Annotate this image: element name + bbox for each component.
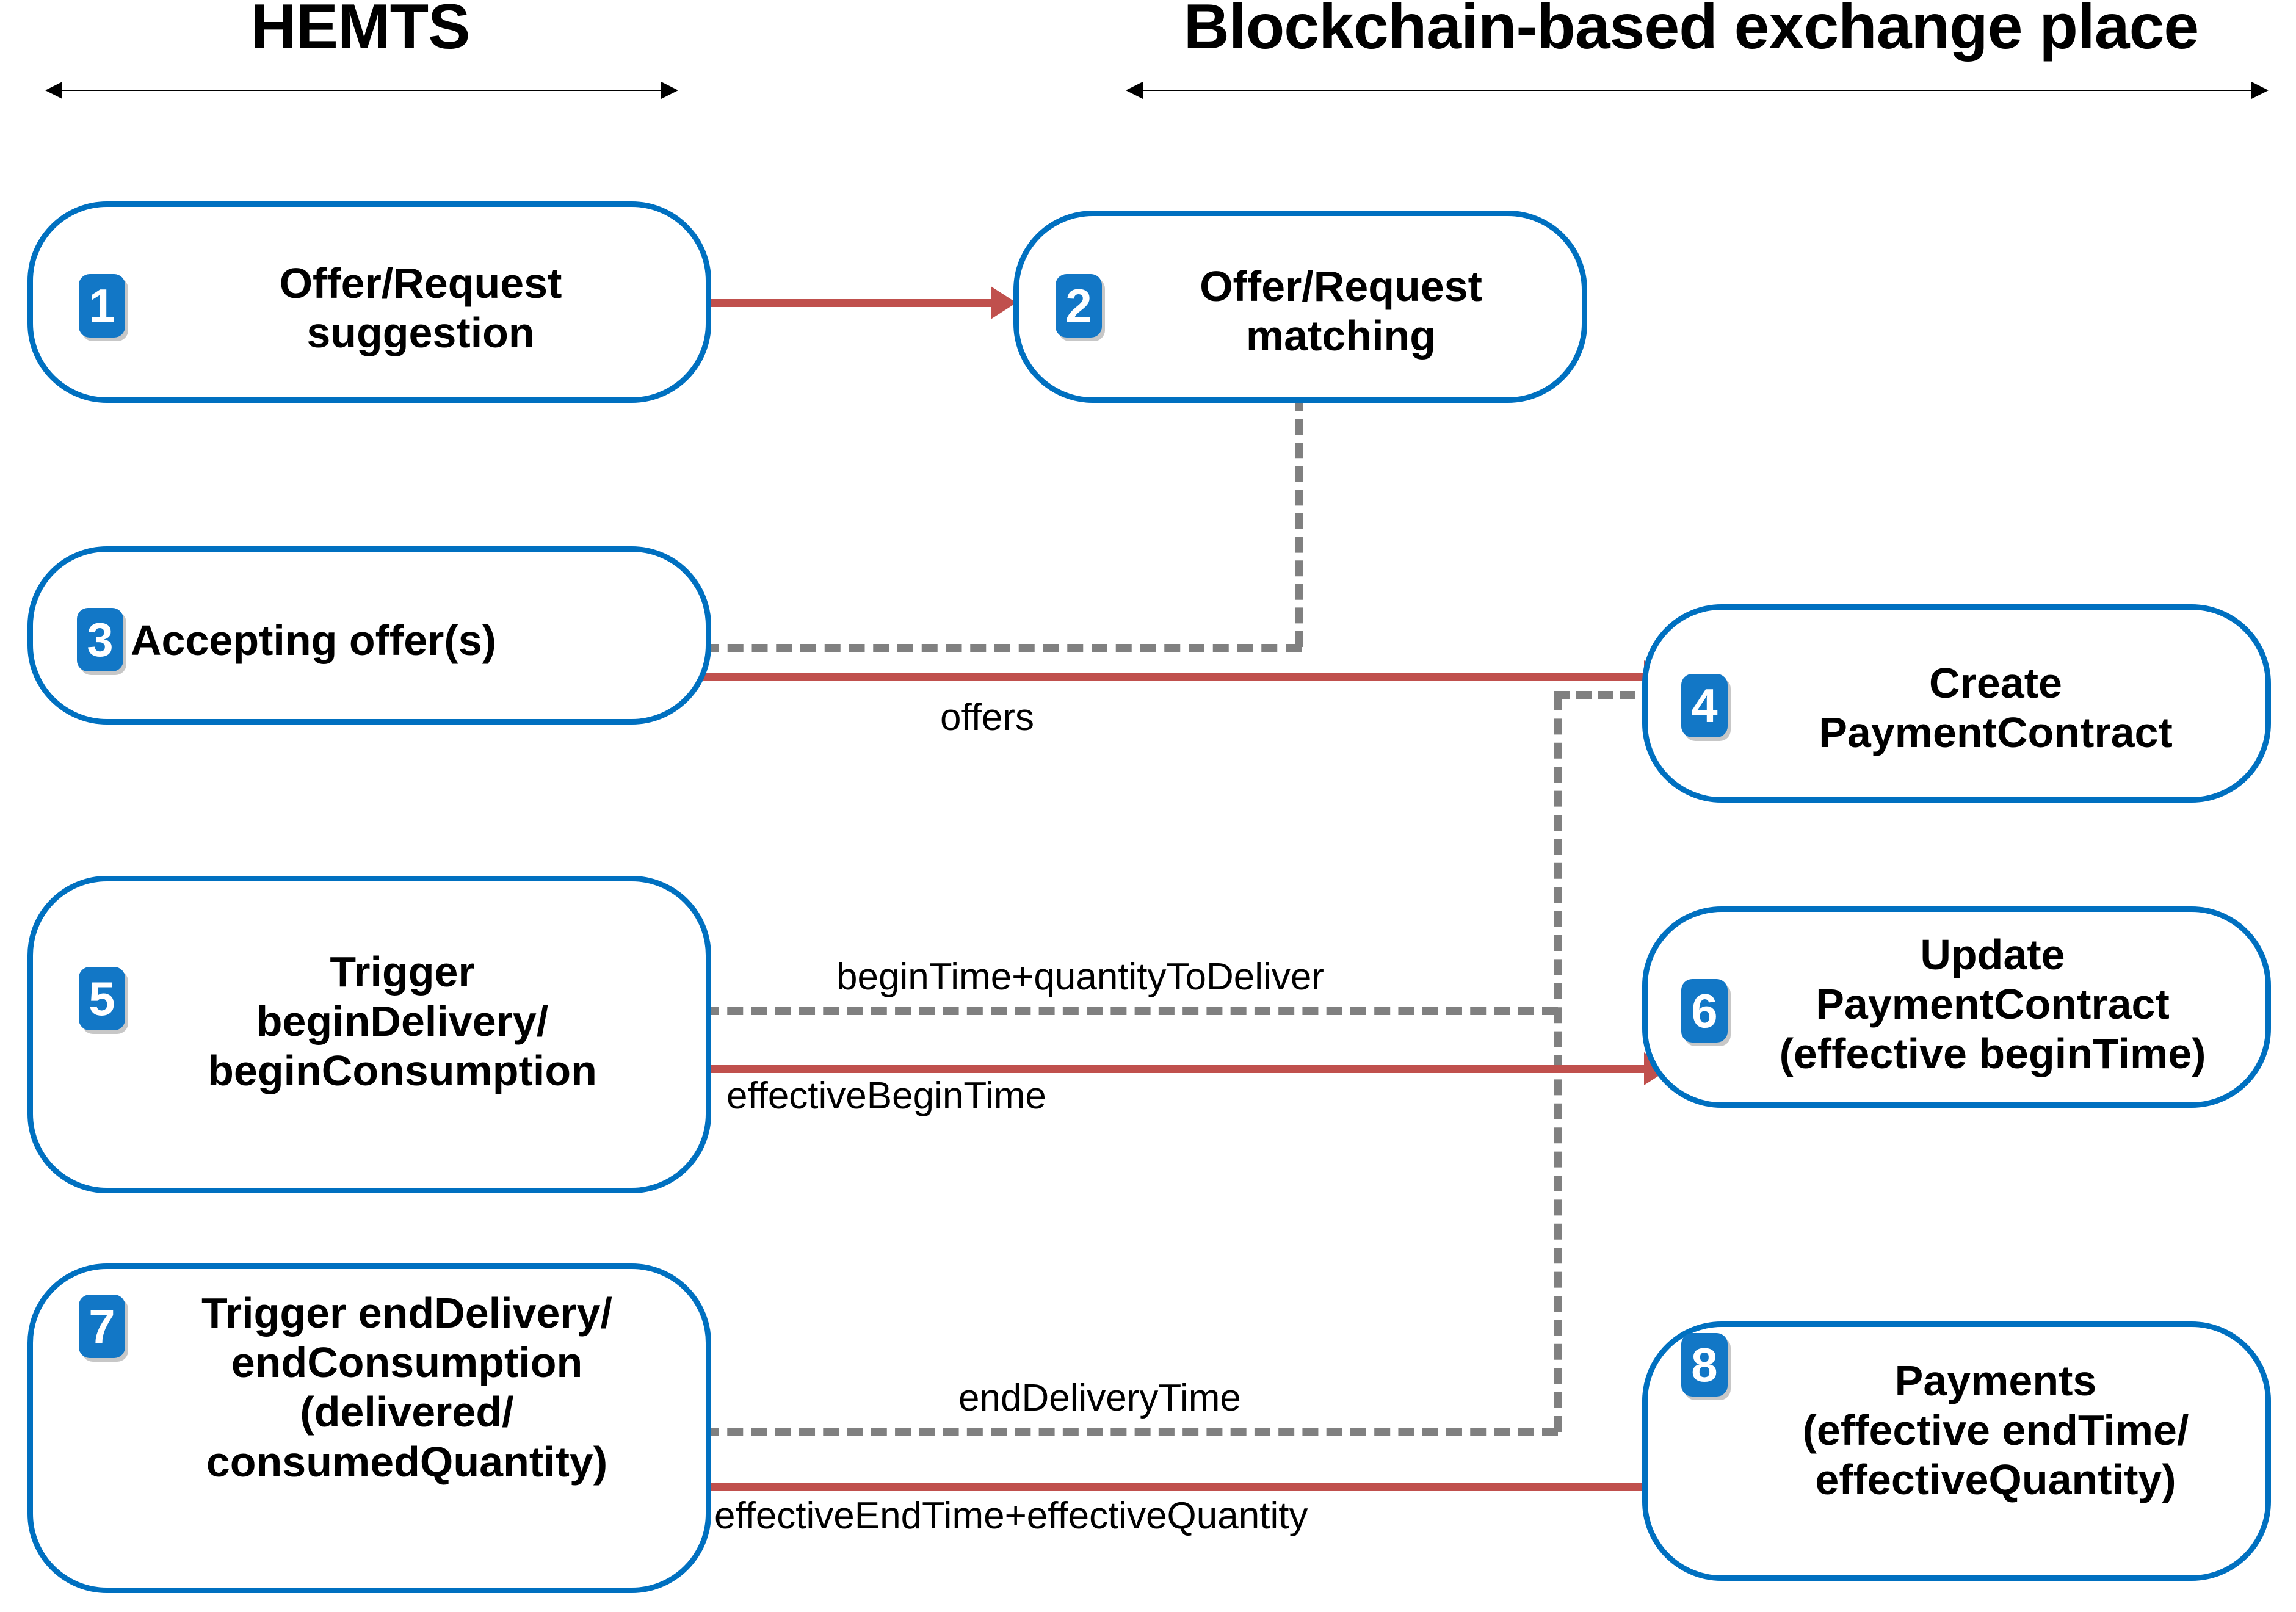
process-box-2-line-1: Offer/Request bbox=[1200, 262, 1482, 310]
process-box-accepting-offers[interactable]: 3 Accepting offer(s) bbox=[27, 546, 711, 725]
process-box-1-line-2: suggestion bbox=[306, 309, 535, 357]
process-box-update-paymentcontract[interactable]: 6 Update PaymentContract (effective begi… bbox=[1642, 906, 2271, 1108]
process-box-offer-request-matching[interactable]: 2 Offer/Request matching bbox=[1013, 211, 1587, 403]
process-box-4-label: Create PaymentContract bbox=[1739, 659, 2252, 757]
process-box-6-line-1: Update bbox=[1920, 931, 2065, 978]
process-box-4-line-2: PaymentContract bbox=[1819, 709, 2173, 757]
dashed-arrow-matching-to-accepting bbox=[678, 631, 1302, 664]
dashed-arrow-update-to-trigger-begin bbox=[678, 994, 1558, 1027]
edge-label-begintime-quantity: beginTime+quantityToDeliver bbox=[836, 956, 1324, 998]
dashed-connector-matching-down bbox=[1295, 396, 1303, 647]
process-box-7-line-3: (delivered/ bbox=[300, 1388, 514, 1436]
arrow-accepting-offers-to-create-paymentcontract bbox=[702, 660, 1670, 693]
process-box-5-line-1: Trigger bbox=[330, 948, 475, 996]
hemts-span-arrow bbox=[45, 82, 678, 99]
process-box-7-label: Trigger endDelivery/ endConsumption (del… bbox=[112, 1289, 701, 1487]
process-box-2-line-2: matching bbox=[1245, 312, 1436, 360]
blockchain-span-arrow bbox=[1126, 82, 2269, 99]
process-box-create-paymentcontract[interactable]: 4 Create PaymentContract bbox=[1642, 604, 2271, 803]
process-box-6-line-3: (effective beginTime) bbox=[1779, 1030, 2206, 1078]
edge-label-offers: offers bbox=[940, 696, 1034, 739]
process-box-8-label: Payments (effective endTime/ effectiveQu… bbox=[1727, 1356, 2264, 1505]
edge-label-effective-end-quantity: effectiveEndTime+effectiveQuantity bbox=[714, 1495, 1308, 1537]
process-box-1-label: Offer/Request suggestion bbox=[155, 259, 686, 358]
process-box-trigger-end-delivery[interactable]: 7 Trigger endDelivery/ endConsumption (d… bbox=[27, 1263, 711, 1593]
process-box-8-line-2: (effective endTime/ bbox=[1802, 1406, 2189, 1455]
step-badge-2: 2 bbox=[1056, 274, 1102, 338]
process-box-6-line-2: PaymentContract bbox=[1816, 980, 2170, 1028]
step-badge-4: 4 bbox=[1681, 674, 1728, 737]
process-box-3-label: Accepting offer(s) bbox=[131, 616, 698, 665]
step-badge-3: 3 bbox=[77, 608, 123, 671]
step-badge-7: 7 bbox=[79, 1295, 125, 1358]
process-box-payments[interactable]: 8 Payments (effective endTime/ effective… bbox=[1642, 1321, 2271, 1581]
process-box-7-line-4: consumedQuantity) bbox=[206, 1437, 608, 1486]
dashed-branch-from-create-paymentcontract bbox=[1554, 691, 1657, 699]
arrow-offer-request-suggestion-to-matching bbox=[708, 286, 1016, 319]
process-box-trigger-begin-delivery[interactable]: 5 Trigger beginDelivery/ beginConsumptio… bbox=[27, 876, 711, 1193]
process-box-5-line-3: beginConsumption bbox=[208, 1047, 597, 1095]
column-title-blockchain: Blockchain-based exchange place bbox=[1183, 0, 2200, 62]
edge-label-effective-begintime: effectiveBeginTime bbox=[726, 1075, 1046, 1117]
step-badge-1: 1 bbox=[79, 274, 125, 338]
dashed-spine-vertical bbox=[1554, 695, 1562, 1432]
arrow-trigger-end-to-payments bbox=[693, 1470, 1670, 1503]
process-box-offer-request-suggestion[interactable]: 1 Offer/Request suggestion bbox=[27, 201, 711, 403]
process-box-8-line-3: effectiveQuantity) bbox=[1815, 1456, 2176, 1504]
step-badge-5: 5 bbox=[79, 967, 125, 1030]
column-title-hemts: HEMTS bbox=[250, 0, 471, 62]
process-box-7-line-2: endConsumption bbox=[231, 1339, 583, 1387]
process-box-1-line-1: Offer/Request bbox=[279, 259, 562, 307]
process-box-4-line-1: Create bbox=[1929, 659, 2062, 707]
process-box-5-label: Trigger beginDelivery/ beginConsumption bbox=[112, 947, 692, 1096]
process-box-7-line-1: Trigger endDelivery/ bbox=[201, 1289, 613, 1337]
process-box-2-label: Offer/Request matching bbox=[1114, 262, 1568, 361]
edge-label-enddeliverytime: endDeliveryTime bbox=[958, 1377, 1241, 1419]
process-box-3-line-1: Accepting offer(s) bbox=[131, 616, 496, 664]
process-box-5-line-2: beginDelivery/ bbox=[256, 997, 549, 1046]
process-box-8-line-1: Payments bbox=[1894, 1357, 2097, 1404]
step-badge-6: 6 bbox=[1681, 979, 1728, 1043]
dashed-arrow-payments-to-trigger-end bbox=[678, 1415, 1558, 1448]
step-badge-8: 8 bbox=[1681, 1333, 1728, 1397]
arrow-trigger-begin-to-update-paymentcontract bbox=[693, 1052, 1670, 1085]
process-box-6-label: Update PaymentContract (effective beginT… bbox=[1727, 930, 2258, 1079]
